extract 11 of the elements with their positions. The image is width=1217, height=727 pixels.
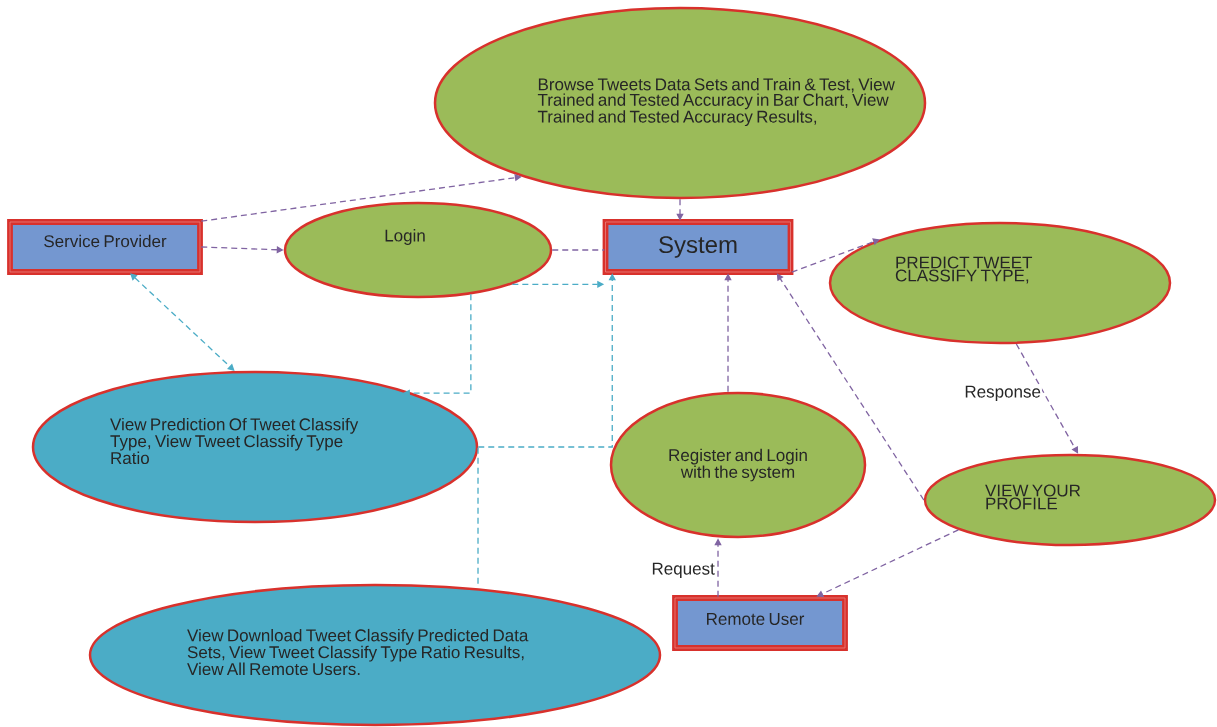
arrow [791, 238, 880, 273]
arrow [130, 273, 235, 371]
edge-label: Request [650, 561, 716, 580]
arrow [816, 529, 960, 598]
edge-label: Response [963, 384, 1042, 402]
arrow [1015, 343, 1079, 454]
actor-box: Service Provider [7, 219, 203, 275]
arrow [776, 273, 925, 501]
actor-box: Remote User [672, 595, 848, 651]
arrow [200, 174, 522, 222]
actor-box: System [602, 219, 794, 275]
